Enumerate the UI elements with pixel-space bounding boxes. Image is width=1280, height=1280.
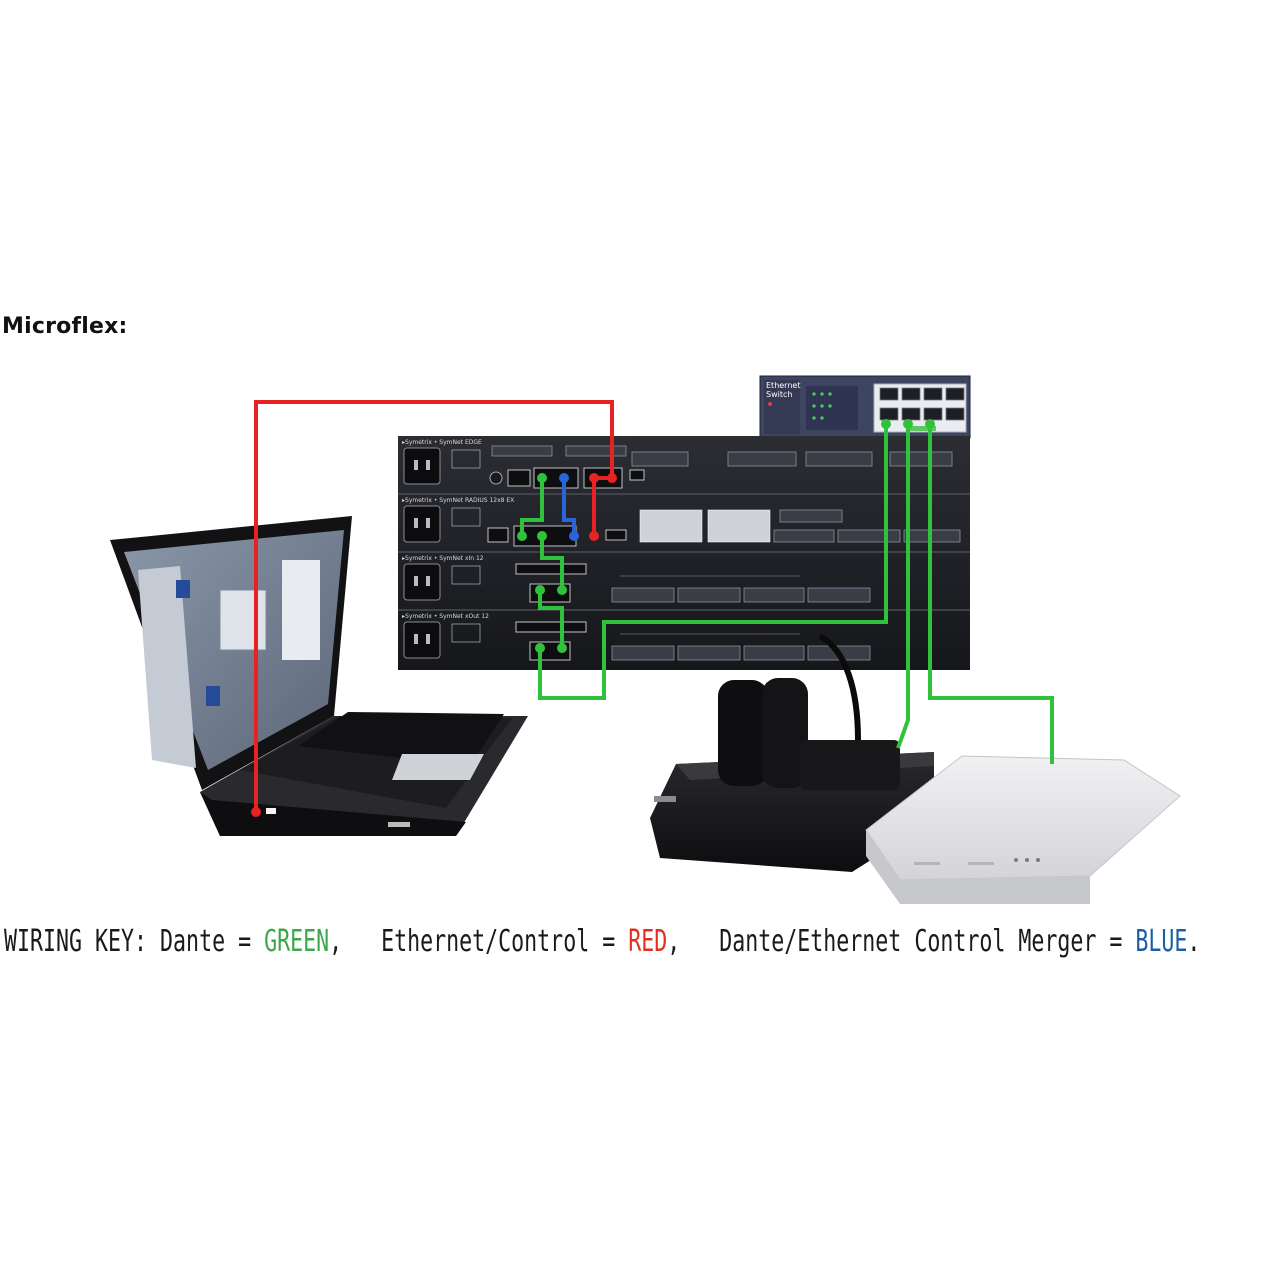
switch-label-line2: Switch	[766, 390, 792, 399]
rack-unit-1-label: ▸Symetrix • SymNet EDGE	[402, 439, 482, 446]
wireless-access-point	[865, 755, 1181, 904]
wiring-key-green: GREEN	[264, 924, 330, 959]
cable-control-red	[251, 400, 617, 817]
rack-unit-4-label: ▸Symetrix • SymNet xOut 12	[402, 613, 489, 620]
page-heading: Microflex:	[2, 314, 128, 339]
wiring-key-sep1: , Ethernet/Control =	[329, 924, 629, 959]
laptop	[110, 516, 528, 836]
switch-label-line1: Ethernet	[766, 381, 800, 390]
wiring-key-red: RED	[628, 924, 668, 959]
wiring-key-suffix: .	[1187, 924, 1201, 959]
ethernet-switch: Ethernet Switch	[759, 375, 971, 439]
charging-station	[650, 633, 934, 872]
wiring-key-blue: BLUE	[1135, 924, 1188, 959]
wiring-key-prefix: WIRING KEY: Dante =	[4, 924, 265, 959]
wiring-key-sep2: , Dante/Ethernet Control Merger =	[667, 924, 1136, 959]
rack-unit-2-label: ▸Symetrix • SymNet RADIUS 12x8 EX	[402, 497, 514, 504]
cable-dante-green	[520, 424, 1054, 764]
cable-merger-blue	[559, 473, 579, 541]
wiring-key: WIRING KEY: Dante = GREEN, Ethernet/Cont…	[4, 924, 1200, 959]
power-inlet-icon	[403, 447, 441, 659]
dante-connector-points	[517, 419, 935, 653]
rack-unit-3-label: ▸Symetrix • SymNet xIn 12	[402, 555, 484, 562]
